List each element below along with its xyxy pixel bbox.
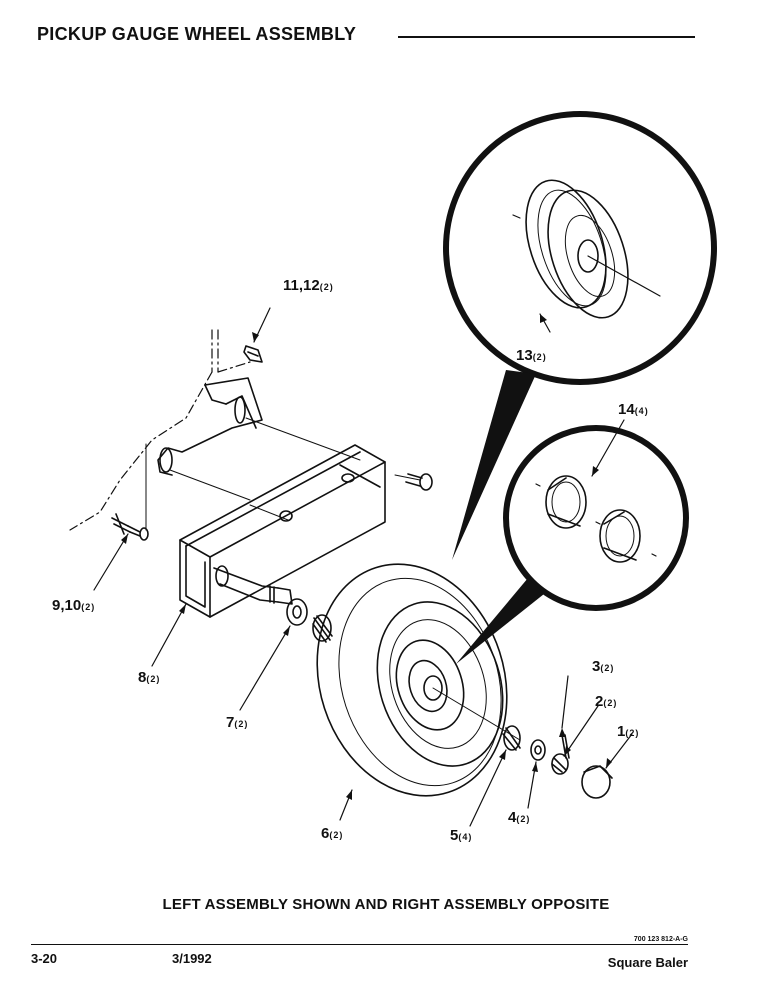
callout-part-9-10: 9,10(2) — [52, 597, 95, 614]
carriage-bolt — [405, 473, 433, 491]
alignment-lines — [145, 417, 421, 531]
page-title: PICKUP GAUGE WHEEL ASSEMBLY — [37, 24, 357, 44]
callout-part-2: 2(2) — [595, 693, 617, 710]
callout-part-5: 5(4) — [450, 827, 472, 844]
mounting-bracket — [157, 377, 263, 476]
callout-part-8: 8(2) — [138, 669, 160, 686]
castle-nut-2 — [551, 753, 569, 775]
phantom-frame-outline — [69, 329, 251, 531]
rim-detail-pointer — [452, 370, 536, 560]
leader-arrowheads — [121, 314, 612, 800]
rim-detail-circle — [443, 111, 717, 385]
wheel-spindle — [213, 565, 293, 605]
callout-part-7: 7(2) — [226, 714, 248, 731]
washer-7 — [286, 598, 308, 626]
bolt-9-10 — [111, 513, 149, 541]
revision-date: 3/1992 — [172, 951, 212, 966]
callout-part-6: 6(2) — [321, 825, 343, 842]
callout-part-14: 14(4) — [618, 401, 649, 418]
callout-part-13: 13(2) — [516, 347, 547, 364]
callout-part-3: 3(2) — [592, 658, 614, 675]
bearing-cup-detail-circle — [503, 425, 689, 611]
figure-caption: LEFT ASSEMBLY SHOWN AND RIGHT ASSEMBLY O… — [162, 896, 610, 913]
callout-part-1: 1(2) — [617, 723, 639, 740]
bolt-11-12 — [243, 345, 263, 363]
washer-4 — [530, 739, 546, 761]
footer-rule — [31, 944, 688, 945]
title-rule — [398, 36, 695, 38]
bearing-5 — [502, 725, 521, 751]
hub-cap-1 — [581, 765, 613, 799]
document-code: 700 123 812-A-G — [633, 936, 688, 943]
axle-support-tube — [179, 444, 386, 618]
bearing-detail-pointer — [456, 578, 544, 664]
callout-part-4: 4(2) — [508, 809, 530, 826]
product-name: Square Baler — [607, 955, 688, 970]
tire-wheel — [316, 563, 521, 797]
leader-lines — [93, 307, 633, 827]
callout-part-11-12: 11,12(2) — [283, 277, 334, 294]
page-number: 3-20 — [31, 951, 58, 966]
